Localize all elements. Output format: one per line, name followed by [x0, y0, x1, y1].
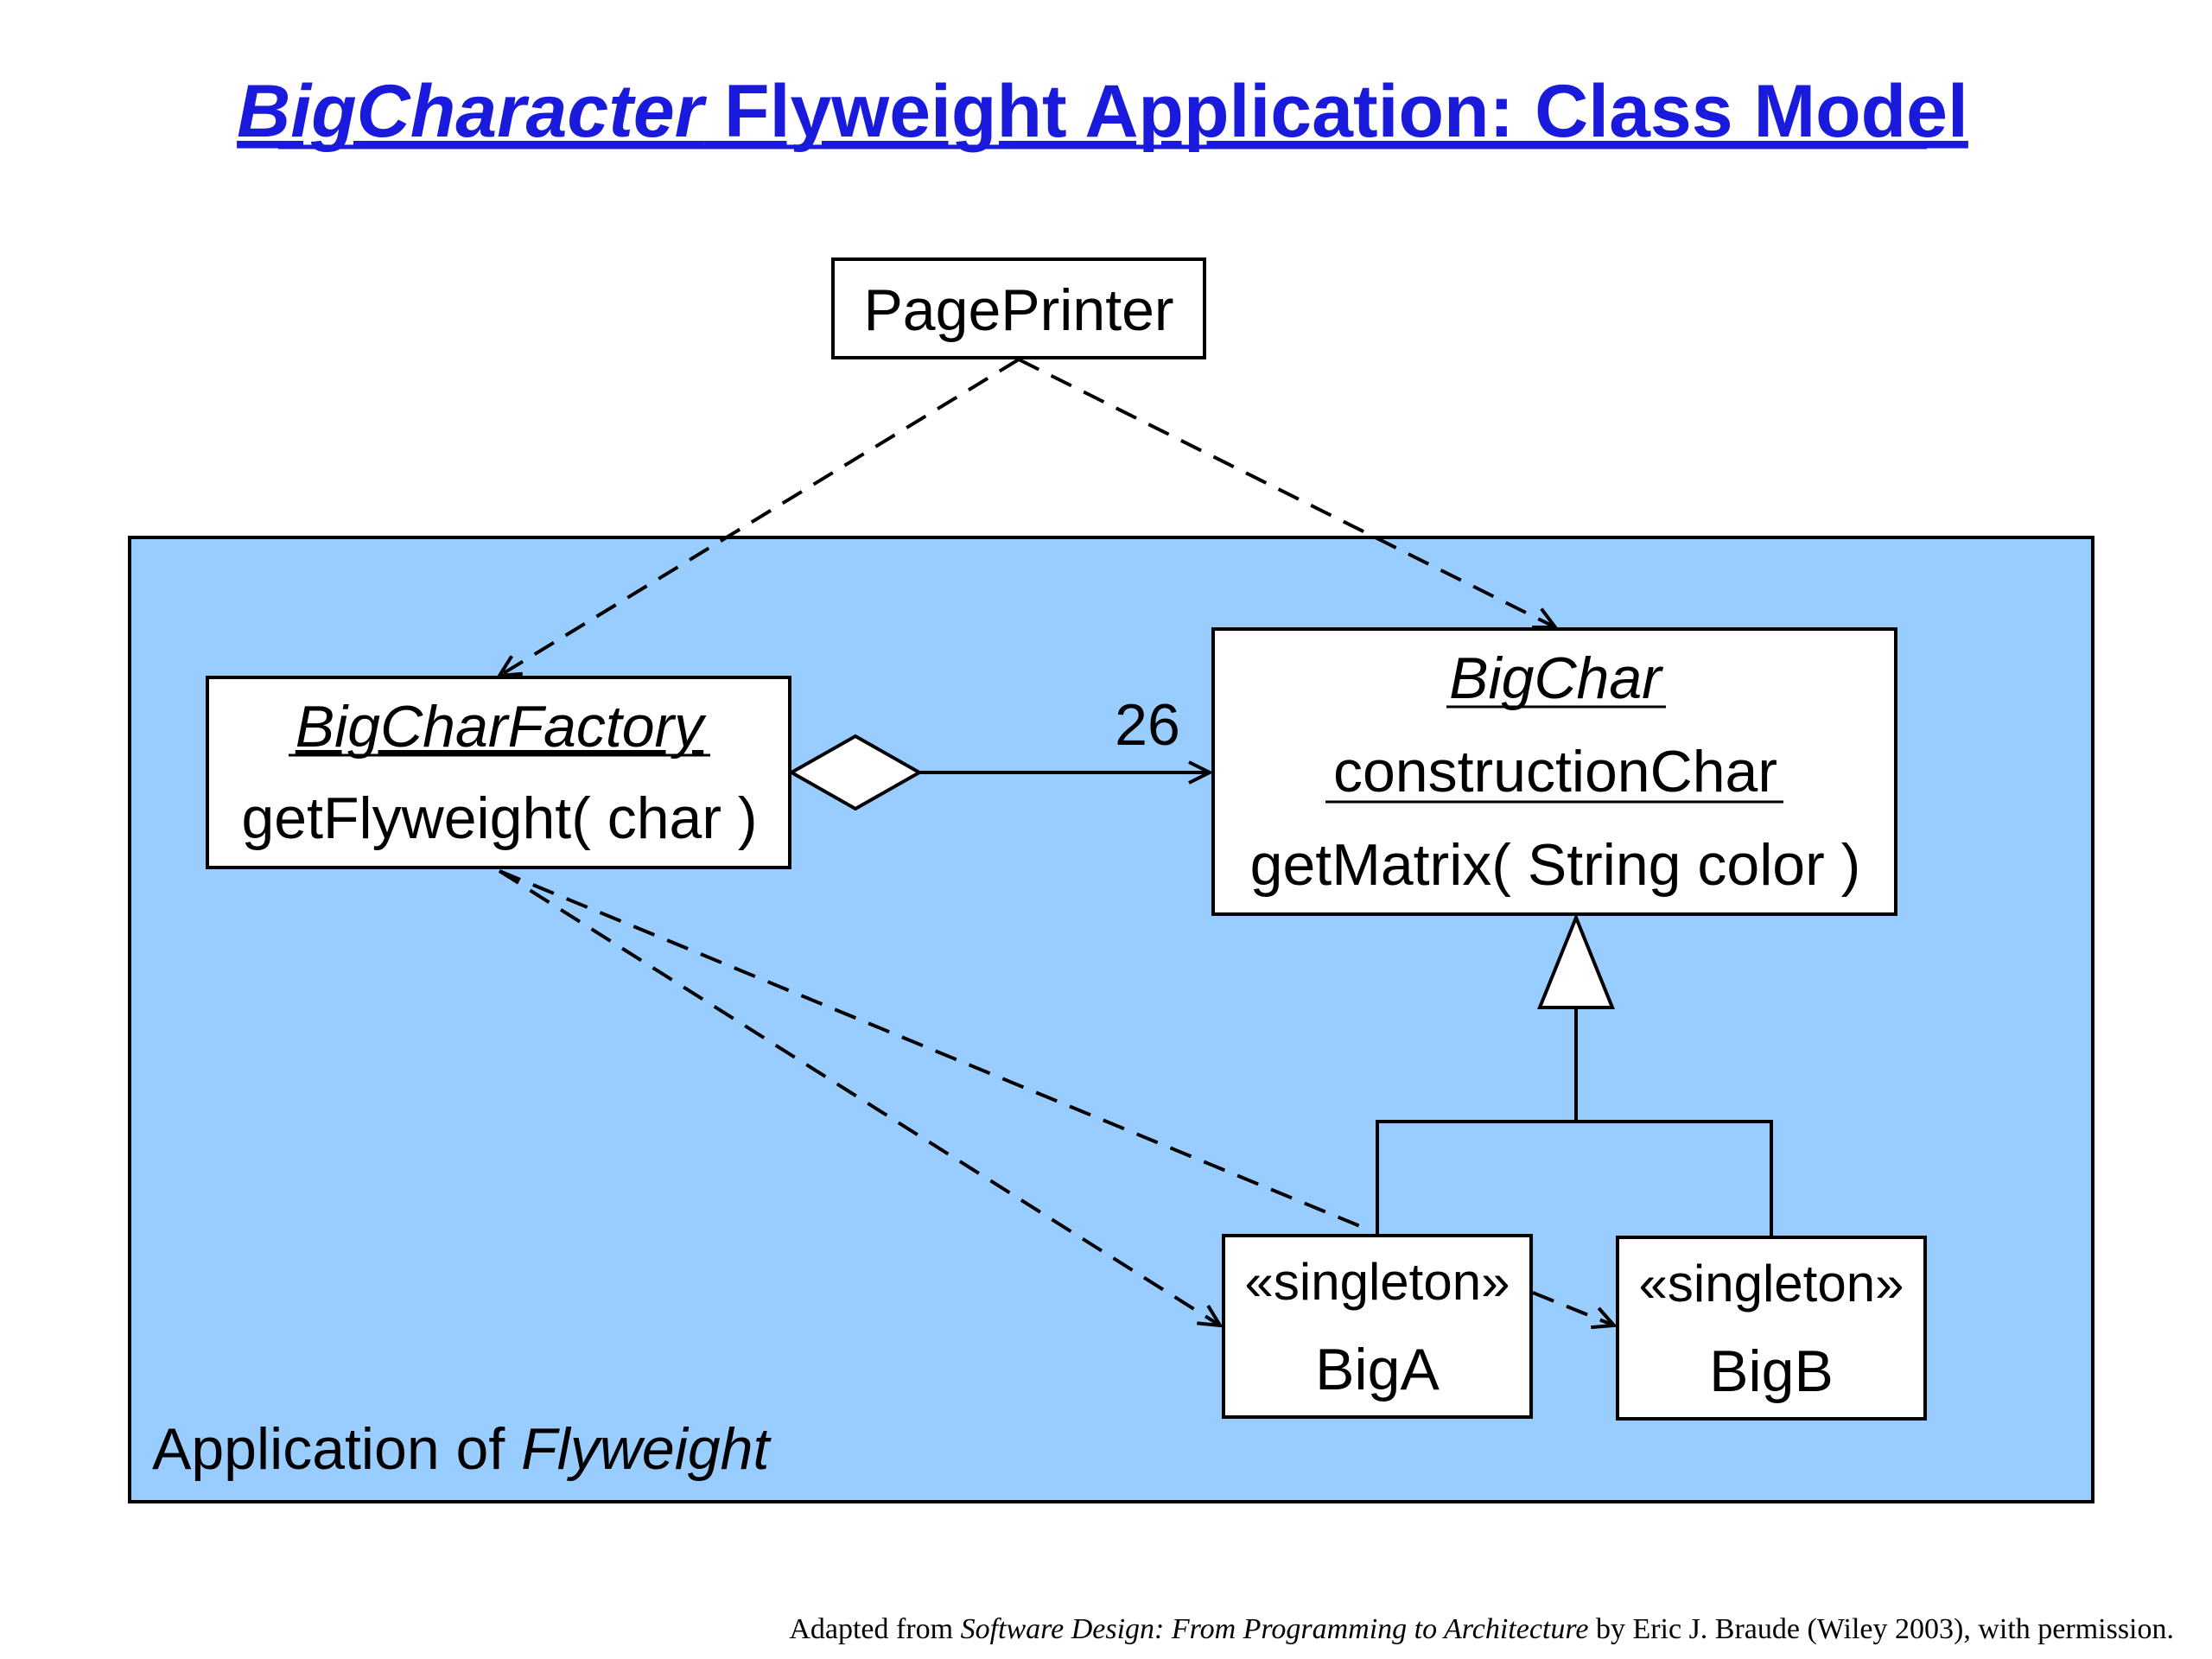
multiplicity-label: 26: [1115, 692, 1180, 758]
dependency-factory-to-big-a: [498, 869, 1220, 1325]
big-a-stereotype: «singleton»: [1245, 1253, 1510, 1311]
title-italic: BigCharacter: [237, 70, 708, 153]
page-title: BigCharacter Flyweight Application: Clas…: [237, 70, 1968, 153]
dependency-printer-to-bigchar: [1018, 358, 1555, 627]
inheritance-triangle: [1537, 912, 1615, 1009]
caption-prefix: Adapted from: [789, 1613, 960, 1645]
title-rest: Flyweight Application: Class Model: [703, 70, 1968, 153]
bigchar-name: BigChar: [1449, 645, 1663, 711]
dependency-factory-to-big-b-end: [1532, 1291, 1614, 1325]
caption-book: Software Design: From Programming to Arc…: [961, 1613, 1589, 1645]
source-caption: Adapted from Software Design: From Progr…: [789, 1613, 2174, 1645]
bigchar-attribute: constructionChar: [1333, 739, 1777, 804]
caption-suffix: by Eric J. Braude (Wiley 2003), with per…: [1588, 1613, 2174, 1645]
package-label-plain: Application of: [152, 1416, 521, 1482]
page-printer-box: [831, 257, 1206, 359]
big-b-name: BigB: [1709, 1338, 1834, 1404]
dependency-printer-to-factory: [499, 358, 1020, 676]
big-b-stereotype: «singleton»: [1639, 1255, 1904, 1313]
big-a-box: [1222, 1234, 1533, 1419]
bigchar-box: [1211, 627, 1897, 916]
big-a-name: BigA: [1315, 1337, 1440, 1402]
dependency-factory-to-big-b: [499, 869, 1371, 1232]
inheritance-branches: [1376, 1120, 1773, 1237]
bigchar-method: getMatrix( String color ): [1250, 832, 1861, 898]
page-printer-name: PagePrinter: [863, 277, 1173, 343]
package-label-italic: Flyweight: [521, 1416, 772, 1482]
package-label: Application of Flyweight: [152, 1416, 772, 1482]
factory-name: BigCharFactory: [296, 694, 707, 760]
factory-method: getFlyweight( char ): [241, 785, 757, 851]
